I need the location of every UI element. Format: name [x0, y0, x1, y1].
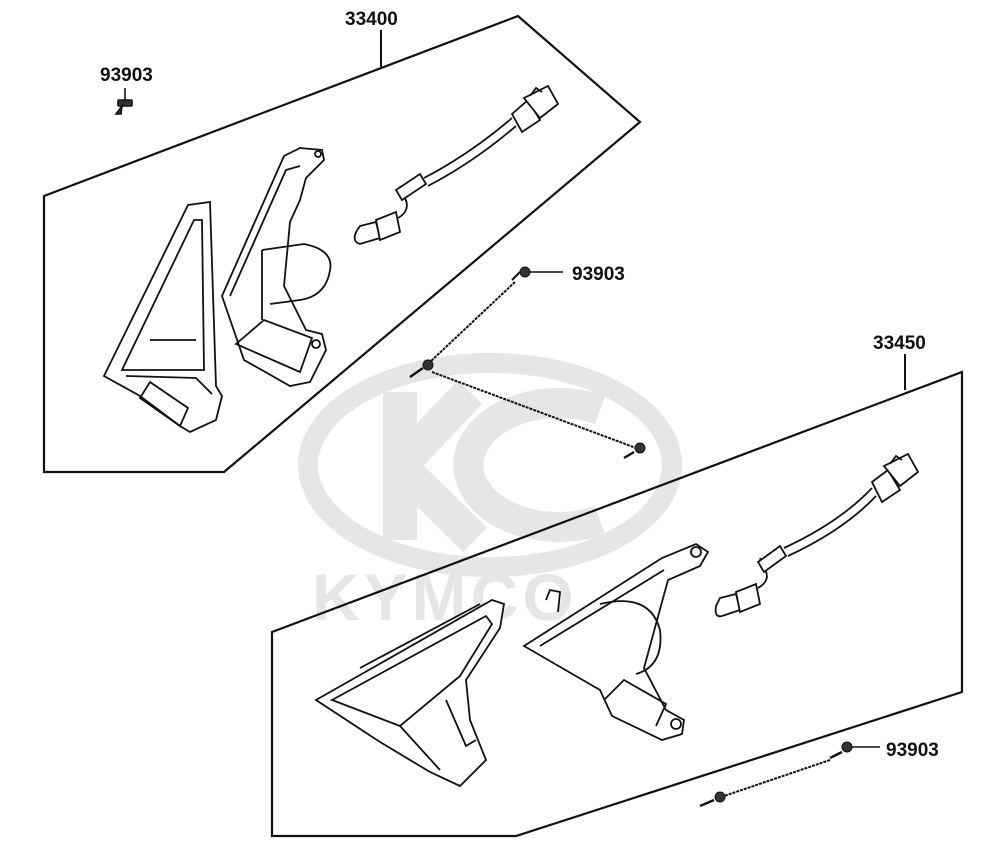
upper-lens-cover-part — [102, 200, 223, 434]
upper-lamp-housing-part — [221, 147, 332, 387]
callout-33400-label: 33400 — [345, 9, 398, 30]
screw-93903-middle-group — [409, 266, 646, 460]
callout-93903-middle-label: 93903 — [572, 264, 625, 285]
callout-93903-top-left-label: 93903 — [100, 65, 153, 86]
lower-lamp-housing-part — [522, 542, 710, 741]
screw-93903-bottom-right-group — [699, 741, 880, 808]
screw-93903-top-left — [114, 88, 133, 115]
watermark-brand-text: KYMCO — [312, 560, 578, 634]
lower-lens-cover-part — [314, 599, 506, 788]
lower-bulb-harness-part — [714, 452, 920, 618]
upper-bulb-harness-part — [353, 84, 560, 245]
callout-33450-label: 33450 — [873, 333, 926, 354]
kymco-watermark-logo — [298, 353, 682, 577]
callout-93903-bottom-right-label: 93903 — [886, 740, 939, 761]
assembly-33450-frame — [270, 370, 964, 838]
assembly-33400-frame — [42, 14, 642, 474]
